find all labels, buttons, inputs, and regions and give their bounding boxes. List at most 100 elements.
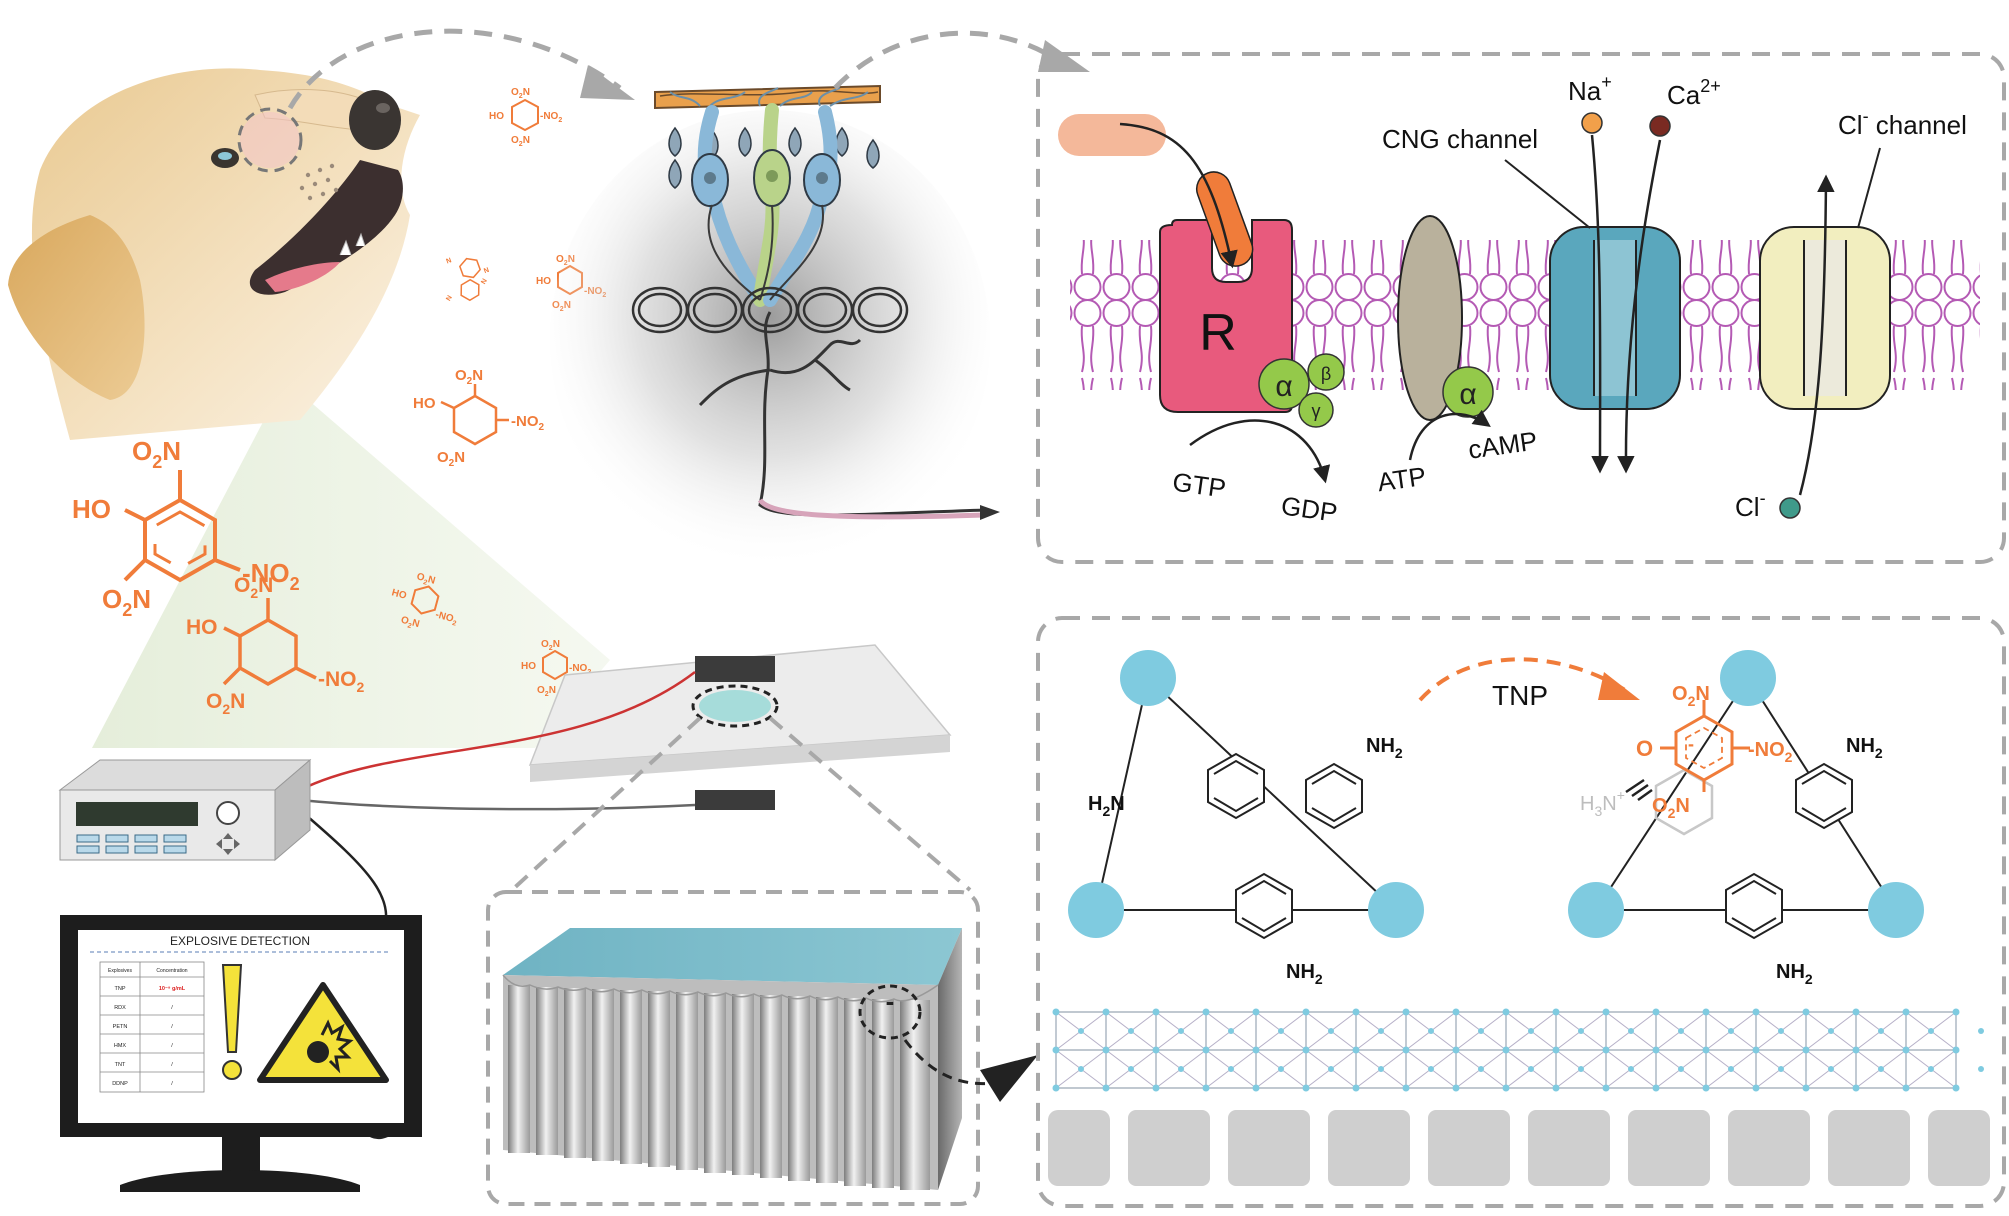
svg-text:-NO2: -NO2 bbox=[434, 609, 459, 627]
results-table: Explosives Concentration TNP 10⁻⁹ g/mL R… bbox=[99, 961, 205, 1093]
ca-ion bbox=[1649, 115, 1671, 137]
alpha-label: α bbox=[1275, 370, 1292, 403]
metal-node bbox=[1068, 882, 1124, 938]
na-label: Na+ bbox=[1568, 72, 1612, 106]
sensing-spot-highlight bbox=[691, 684, 779, 728]
table-row-name: RDX bbox=[114, 1005, 126, 1011]
tnp-label: TNP bbox=[1492, 680, 1548, 711]
hydrogen-bond-wedge bbox=[1625, 778, 1653, 802]
svg-text:O2N: O2N bbox=[455, 367, 483, 387]
table-row-name: DDNP bbox=[112, 1081, 128, 1087]
zoom-line-left bbox=[510, 716, 702, 892]
adenylyl-cyclase bbox=[1397, 215, 1463, 421]
cl-channel-label: Cl- channel bbox=[1838, 106, 1967, 140]
amine-label: NH2 bbox=[1286, 961, 1323, 987]
odorant-receptor bbox=[1159, 219, 1293, 413]
table-row-value: 10⁻⁹ g/mL bbox=[159, 986, 186, 992]
g-alpha-active bbox=[1442, 366, 1494, 418]
tnp-oxo: O bbox=[1636, 736, 1653, 761]
tnp-top-no2: O2N bbox=[1672, 683, 1710, 709]
odorant-molecule bbox=[1058, 114, 1166, 156]
table-row-name: TNT bbox=[115, 1062, 126, 1068]
mof-interaction-panel bbox=[1036, 616, 2006, 1208]
table-row-value: / bbox=[171, 1081, 173, 1087]
bound-tnp: O2N O - -NO2 O2N bbox=[1636, 683, 1793, 821]
cng-channel-label: CNG channel bbox=[1382, 124, 1538, 154]
table-row-value: / bbox=[171, 1005, 173, 1011]
atp-label: ATP bbox=[1376, 461, 1428, 497]
cng-leader-line bbox=[1504, 159, 1591, 229]
amine-label: NH2 bbox=[1776, 961, 1813, 987]
sensing-spot bbox=[699, 690, 771, 722]
chip-electrode-bottom bbox=[695, 790, 775, 810]
tnp-molecule-medium: O2N HO -NO2 O2N bbox=[413, 367, 545, 469]
tnp-molecule-small-4: N N bbox=[445, 278, 489, 303]
metal-node bbox=[1368, 882, 1424, 938]
svg-text:HO: HO bbox=[186, 616, 218, 639]
substrate-blocks bbox=[1048, 1110, 1990, 1186]
svg-text:N: N bbox=[480, 278, 489, 286]
svg-text:-NO2: -NO2 bbox=[318, 668, 365, 695]
tnp-binding-arrowhead bbox=[1598, 672, 1640, 700]
zoom-arrowhead-film-to-mof bbox=[980, 1055, 1038, 1102]
gdp-label: GDP bbox=[1279, 490, 1339, 528]
tnp-molecule-large-1: O2N HO -NO2 O2N bbox=[72, 436, 300, 620]
metal-node bbox=[1720, 650, 1776, 706]
alpha2-label: α bbox=[1459, 378, 1476, 411]
flow-arrow-neurons-to-membrane bbox=[833, 30, 1062, 90]
svg-text:N: N bbox=[445, 257, 452, 265]
signal-transduction-panel bbox=[1036, 52, 2006, 564]
gamma-label: γ bbox=[1312, 401, 1321, 421]
nanochannel-tubes bbox=[508, 985, 930, 1190]
na-influx-arrow bbox=[1590, 134, 1609, 474]
dog-illustration bbox=[8, 68, 420, 440]
svg-text:O2N: O2N bbox=[511, 87, 530, 100]
tnp-bottom-no2: O2N bbox=[1652, 795, 1690, 821]
svg-text:O2N: O2N bbox=[437, 449, 465, 469]
svg-text:-NO2: -NO2 bbox=[540, 111, 562, 124]
nanochannel-film bbox=[502, 928, 962, 1190]
zoom-line-right bbox=[768, 716, 972, 892]
tnp-molecule-large-2: O2N HO -NO2 O2N bbox=[186, 574, 365, 717]
ammonium-label: H3N+ bbox=[1580, 787, 1625, 819]
flow-arrow-dog-to-neurons bbox=[287, 28, 622, 110]
table-row-value: / bbox=[171, 1062, 173, 1068]
amine-label: NH2 bbox=[1366, 735, 1403, 761]
tnp-right-no2: -NO2 bbox=[1748, 739, 1793, 765]
svg-text:HO: HO bbox=[521, 661, 536, 672]
svg-text:HO: HO bbox=[390, 587, 408, 602]
na-ion bbox=[1581, 112, 1603, 134]
sensing-beam bbox=[92, 380, 610, 748]
sensor-film-inset bbox=[486, 890, 980, 1206]
gtp-gdp-arrow bbox=[1189, 419, 1331, 484]
metal-node bbox=[1120, 650, 1176, 706]
monitor-title: EXPLOSIVE DETECTION bbox=[170, 934, 310, 948]
svg-text:-NO2: -NO2 bbox=[242, 558, 300, 594]
electrometer bbox=[58, 758, 312, 862]
metal-node bbox=[1568, 882, 1624, 938]
svg-text:O2N: O2N bbox=[206, 690, 245, 717]
film-charge-label: - bbox=[886, 986, 895, 1016]
cl-leader-line bbox=[1857, 147, 1881, 229]
binding-arrow bbox=[1119, 122, 1238, 269]
table-row-name: HMX bbox=[114, 1043, 127, 1049]
amine-label: NH2 bbox=[1846, 735, 1883, 761]
table-row-value: / bbox=[171, 1043, 173, 1049]
atp-camp-arrow bbox=[1408, 409, 1491, 461]
electrometer-knob bbox=[216, 801, 240, 825]
svg-text:O2N: O2N bbox=[541, 639, 560, 652]
explosive-warning-icon bbox=[257, 982, 389, 1083]
beta-label: β bbox=[1321, 364, 1331, 384]
table-header-explosives: Explosives bbox=[108, 968, 132, 974]
svg-text:O2N: O2N bbox=[415, 571, 437, 588]
gtp-label: GTP bbox=[1171, 467, 1228, 504]
camp-label: cAMP bbox=[1466, 425, 1539, 464]
table-row-name: TNP bbox=[115, 986, 126, 992]
svg-text:HO: HO bbox=[536, 276, 551, 287]
tnp-anion-charge: - bbox=[1688, 734, 1694, 754]
svg-text:HO: HO bbox=[413, 395, 436, 412]
table-header-concentration: Concentration bbox=[156, 968, 187, 974]
svg-text:O2N: O2N bbox=[511, 135, 530, 148]
svg-text:O2N: O2N bbox=[537, 685, 556, 698]
